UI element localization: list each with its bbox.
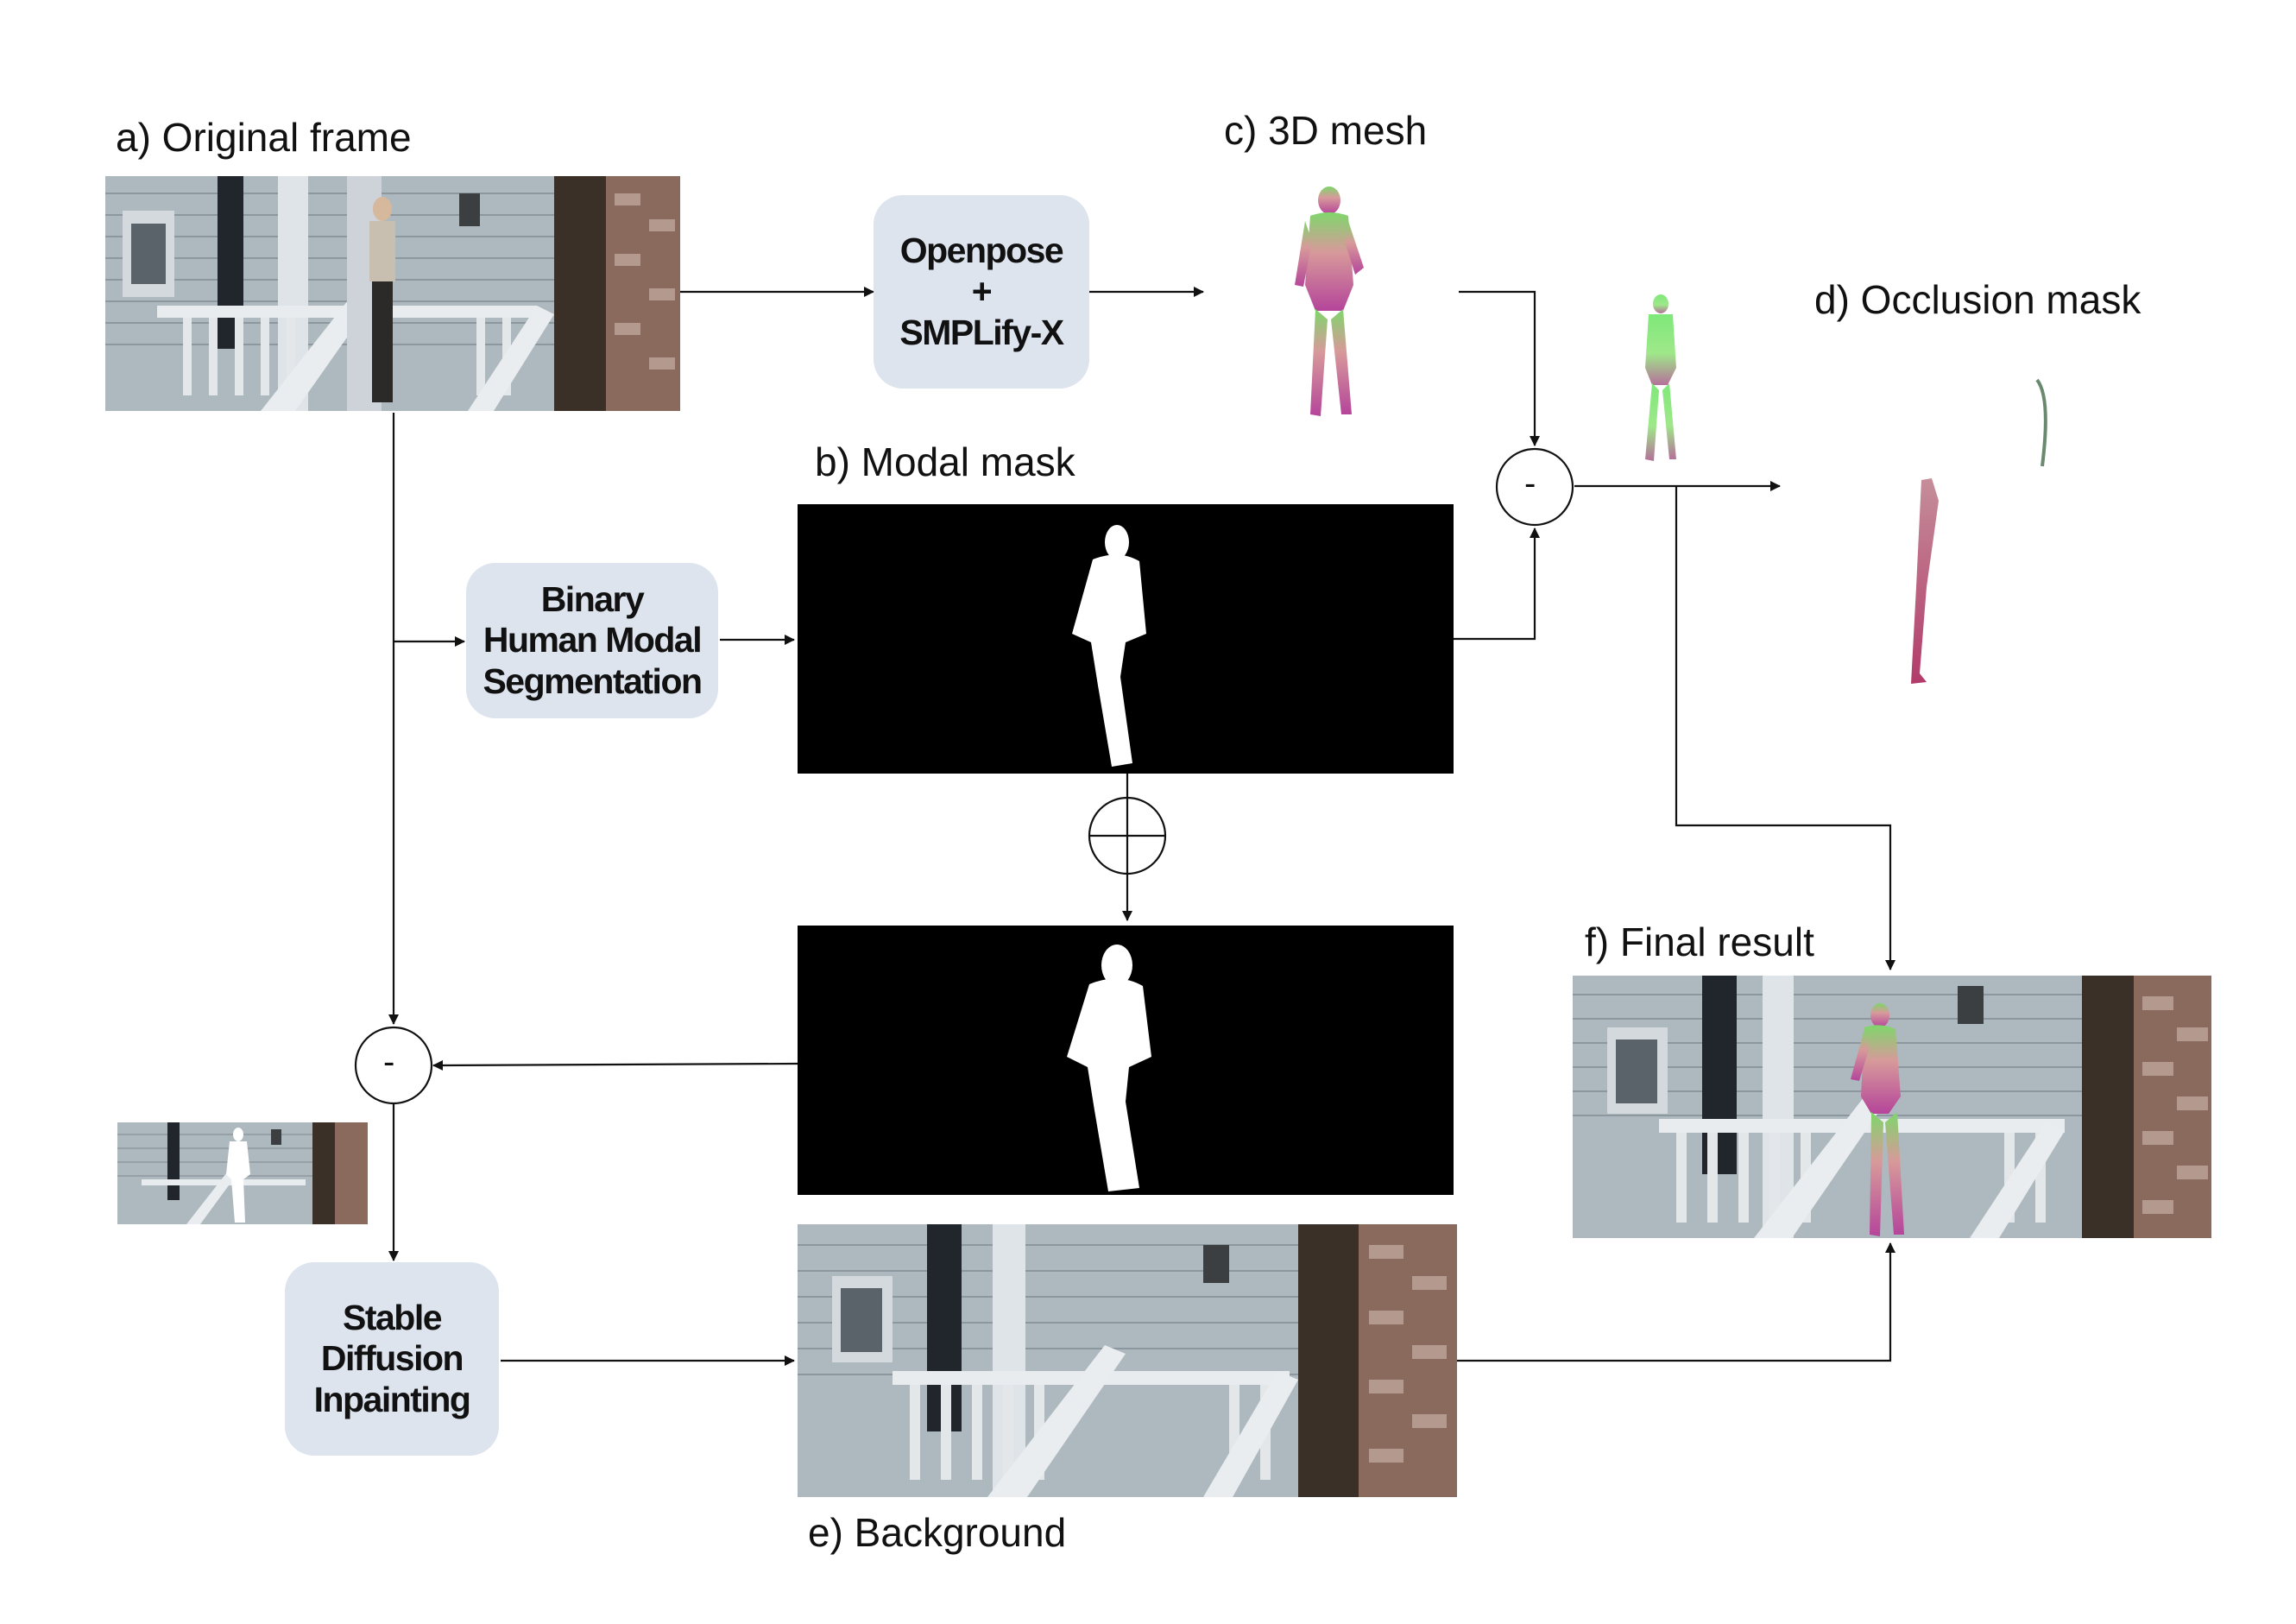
mesh-3d-image <box>1269 181 1381 423</box>
label-original-frame: a) Original frame <box>116 115 412 160</box>
segmentation-line-2: Human Modal <box>483 620 703 660</box>
openpose-line-3: SMPLify-X <box>899 312 1064 352</box>
modal-mask-image <box>798 504 1454 774</box>
subtract-symbol-left: - <box>383 1043 395 1081</box>
segmentation-box: Binary Human Modal Segmentation <box>466 563 718 718</box>
arrow-background-to-final <box>1457 1242 1895 1362</box>
final-result-image <box>1573 976 2211 1238</box>
inpainting-line-1: Stable <box>342 1298 443 1338</box>
background-image <box>798 1224 1457 1497</box>
label-3d-mesh: c) 3D mesh <box>1224 108 1428 153</box>
occlusion-mask-image <box>1882 328 2054 691</box>
label-background: e) Background <box>808 1510 1067 1555</box>
openpose-smplifyx-box: Openpose + SMPLify-X <box>874 195 1089 389</box>
subtract-operator-top <box>1495 447 1574 527</box>
openpose-line-2: + <box>971 271 993 312</box>
arrow-dilated-to-subtract <box>432 1059 798 1071</box>
inpainting-line-2: Diffusion <box>320 1338 464 1379</box>
masked-frame-thumbnail <box>117 1122 368 1224</box>
dilated-mask-image <box>798 926 1454 1195</box>
subtract-operator-left <box>354 1026 433 1105</box>
segmentation-line-1: Binary <box>540 579 645 620</box>
arrow-mesh-to-subtract <box>1459 290 1540 446</box>
arrow-occlusion-to-final <box>1675 486 1895 970</box>
openpose-line-1: Openpose <box>899 231 1064 271</box>
arrow-mask-to-subtract <box>1454 528 1540 641</box>
label-final-result: f) Final result <box>1585 919 1814 964</box>
circle-plus-icon <box>1088 796 1167 875</box>
mesh-occluded-image <box>1623 290 1692 463</box>
original-frame-image <box>105 176 680 411</box>
label-modal-mask: b) Modal mask <box>815 439 1075 484</box>
segmentation-line-3: Segmentation <box>483 660 703 701</box>
label-occlusion-mask: d) Occlusion mask <box>1814 277 2141 322</box>
subtract-symbol-top: - <box>1524 464 1536 502</box>
inpainting-line-3: Inpainting <box>313 1379 471 1419</box>
inpainting-box: Stable Diffusion Inpainting <box>285 1262 499 1456</box>
